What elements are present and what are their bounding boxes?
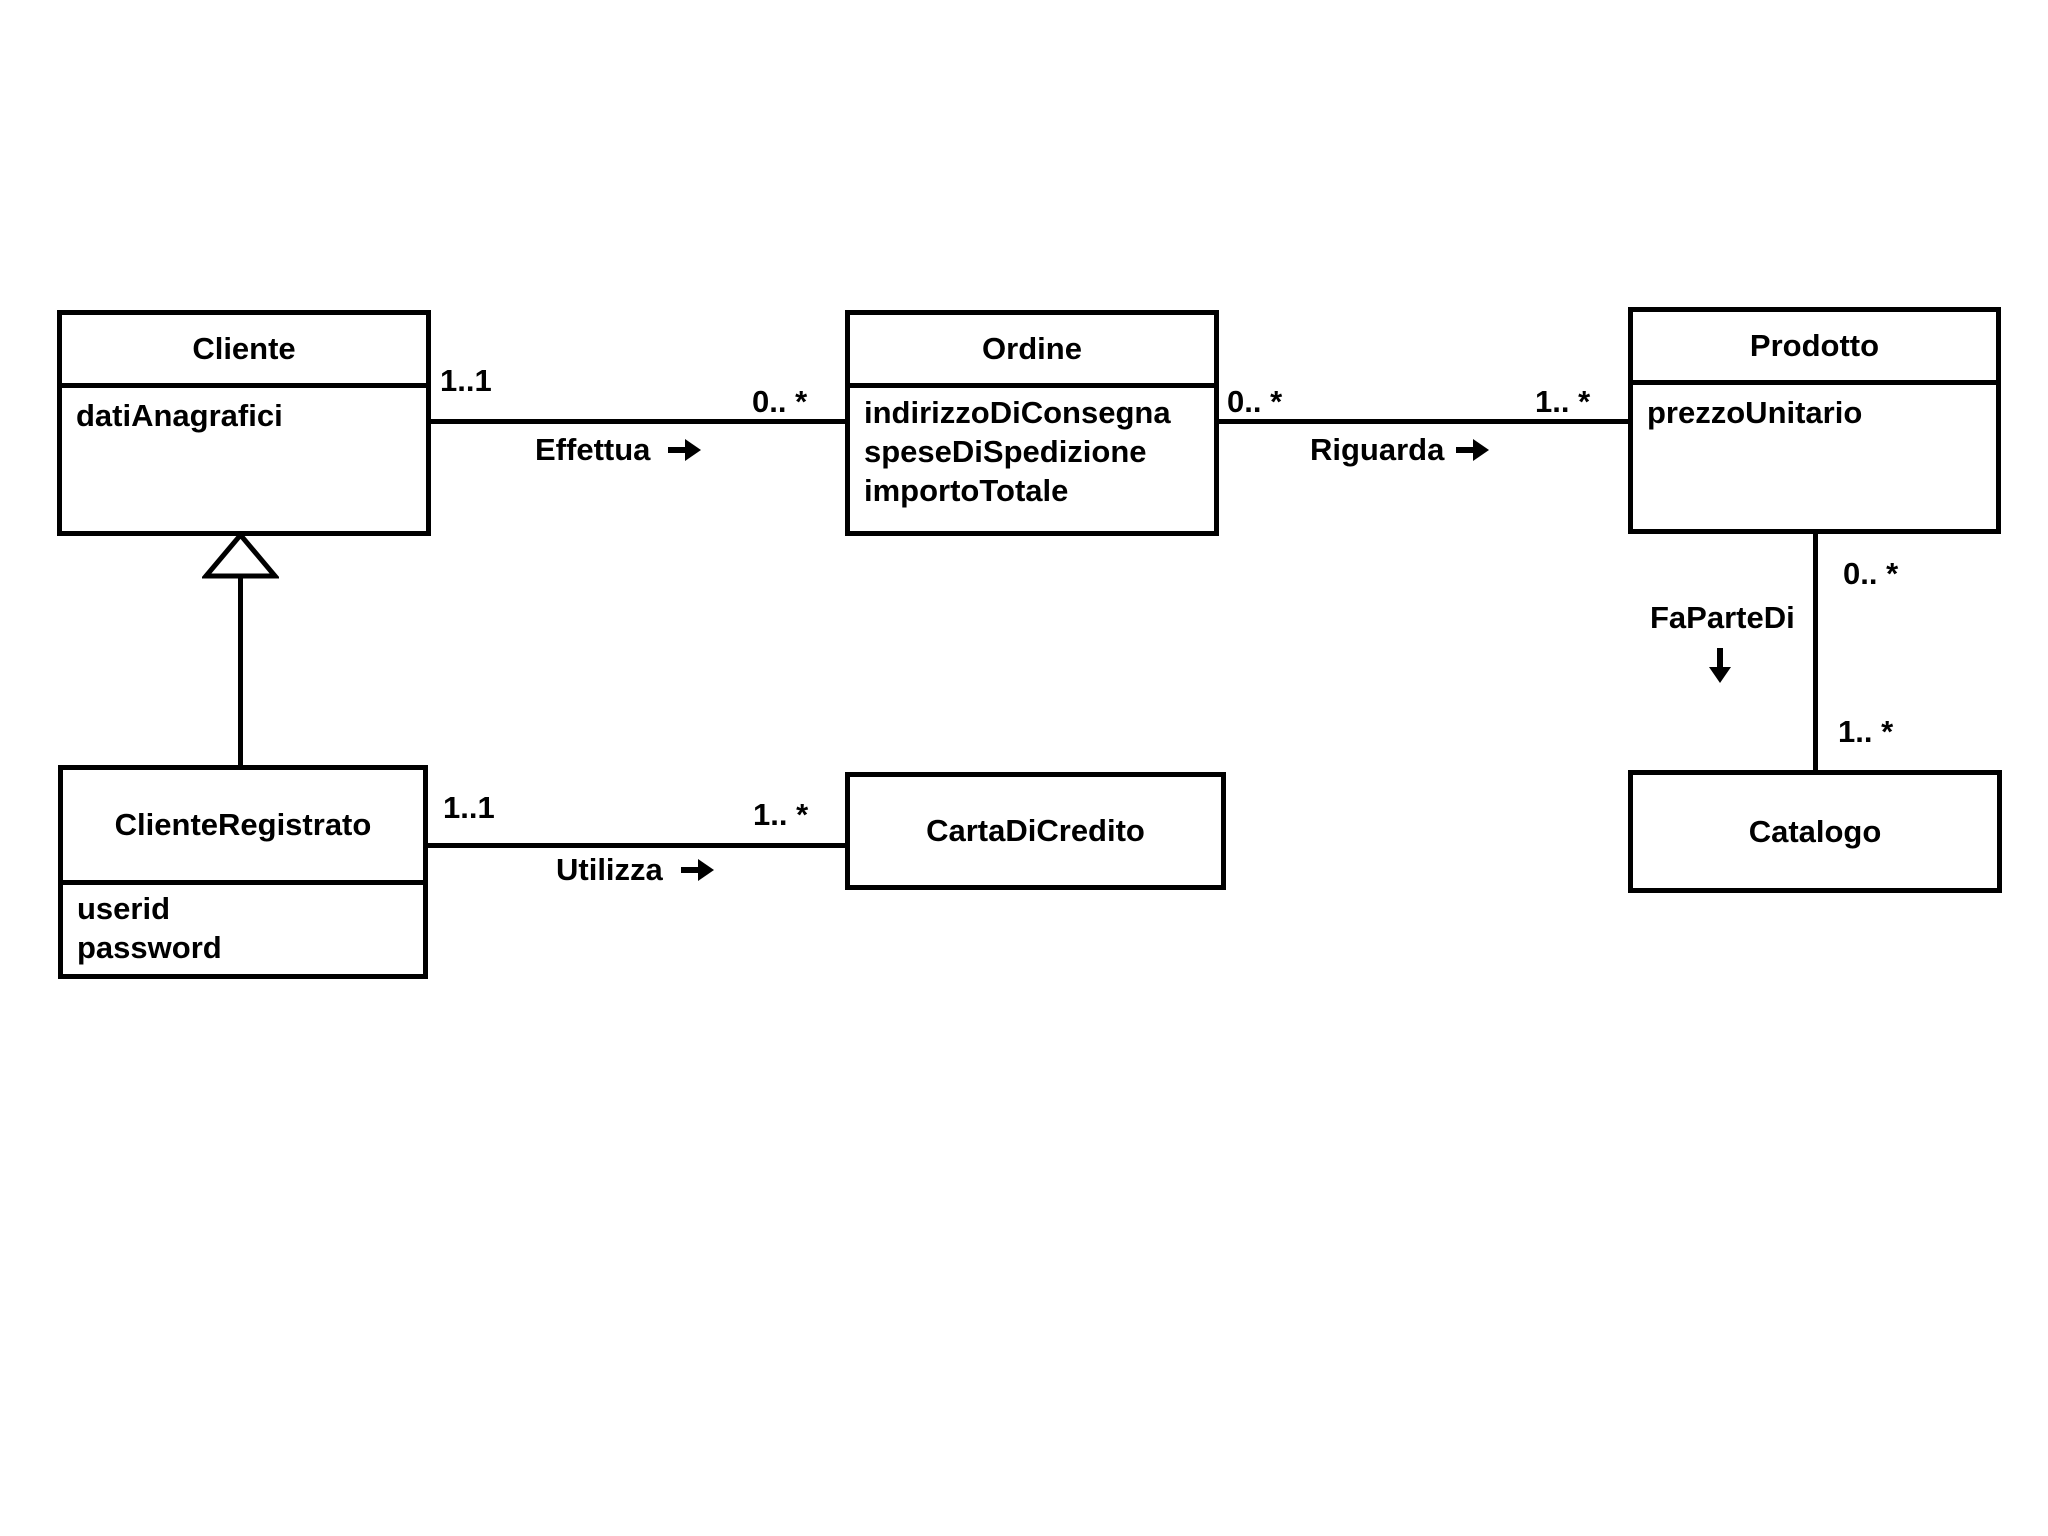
class-box-ordine: Ordine indirizzoDiConsegna speseDiSpediz…	[845, 310, 1219, 536]
class-attribute: password	[77, 930, 222, 965]
class-box-carta-di-credito: CartaDiCredito	[845, 772, 1226, 890]
association-label-utilizza: Utilizza	[556, 852, 714, 888]
multiplicity-effettua-target: 0.. *	[752, 384, 808, 419]
association-line-effettua	[431, 419, 845, 424]
multiplicity-utilizza-source: 1..1	[443, 790, 495, 825]
class-attribute: indirizzoDiConsegna	[864, 395, 1171, 430]
class-attributes-prodotto: prezzoUnitario	[1633, 385, 1996, 529]
down-arrow-icon	[1706, 648, 1734, 684]
association-line-utilizza	[428, 843, 845, 848]
association-name-riguarda: Riguarda	[1310, 432, 1445, 467]
class-attribute: datiAnagrafici	[76, 398, 283, 433]
multiplicity-riguarda-target: 1.. *	[1535, 384, 1591, 419]
class-name-prodotto: Prodotto	[1633, 312, 1996, 385]
association-label-riguarda: Riguarda	[1310, 432, 1490, 468]
multiplicity-effettua-source: 1..1	[440, 363, 492, 398]
association-name-effettua: Effettua	[535, 432, 651, 467]
class-box-cliente: Cliente datiAnagrafici	[57, 310, 431, 536]
right-arrow-icon	[680, 856, 714, 884]
association-line-riguarda	[1219, 419, 1628, 424]
class-name-cliente: Cliente	[62, 315, 426, 388]
class-attributes-cliente: datiAnagrafici	[62, 388, 426, 531]
class-box-prodotto: Prodotto prezzoUnitario	[1628, 307, 2001, 534]
class-attributes-cliente-registrato: userid password	[63, 885, 423, 974]
class-attribute: userid	[77, 891, 171, 926]
association-label-fapartedi: FaParteDi	[1650, 600, 1795, 636]
association-name-fapartedi: FaParteDi	[1650, 600, 1795, 635]
right-arrow-icon	[668, 436, 702, 464]
multiplicity-riguarda-source: 0.. *	[1227, 384, 1283, 419]
class-attribute: prezzoUnitario	[1647, 395, 1863, 430]
class-box-catalogo: Catalogo	[1628, 770, 2002, 893]
class-box-cliente-registrato: ClienteRegistrato userid password	[58, 765, 428, 979]
multiplicity-fapartedi-source: 0.. *	[1843, 556, 1899, 591]
multiplicity-fapartedi-target: 1.. *	[1838, 714, 1894, 749]
generalization-triangle-icon	[202, 532, 279, 579]
association-line-fapartedi	[1813, 534, 1818, 770]
association-name-utilizza: Utilizza	[556, 852, 663, 887]
class-name-carta-di-credito: CartaDiCredito	[926, 813, 1145, 848]
generalization-line	[238, 576, 243, 766]
class-attribute: speseDiSpedizione	[864, 434, 1147, 469]
class-attributes-ordine: indirizzoDiConsegna speseDiSpedizione im…	[850, 388, 1214, 531]
association-label-effettua: Effettua	[535, 432, 702, 468]
class-name-ordine: Ordine	[850, 315, 1214, 388]
multiplicity-utilizza-target: 1.. *	[753, 797, 809, 832]
right-arrow-icon	[1456, 436, 1490, 464]
class-name-cliente-registrato: ClienteRegistrato	[63, 770, 423, 885]
class-attribute: importoTotale	[864, 473, 1069, 508]
class-name-catalogo: Catalogo	[1748, 813, 1882, 849]
